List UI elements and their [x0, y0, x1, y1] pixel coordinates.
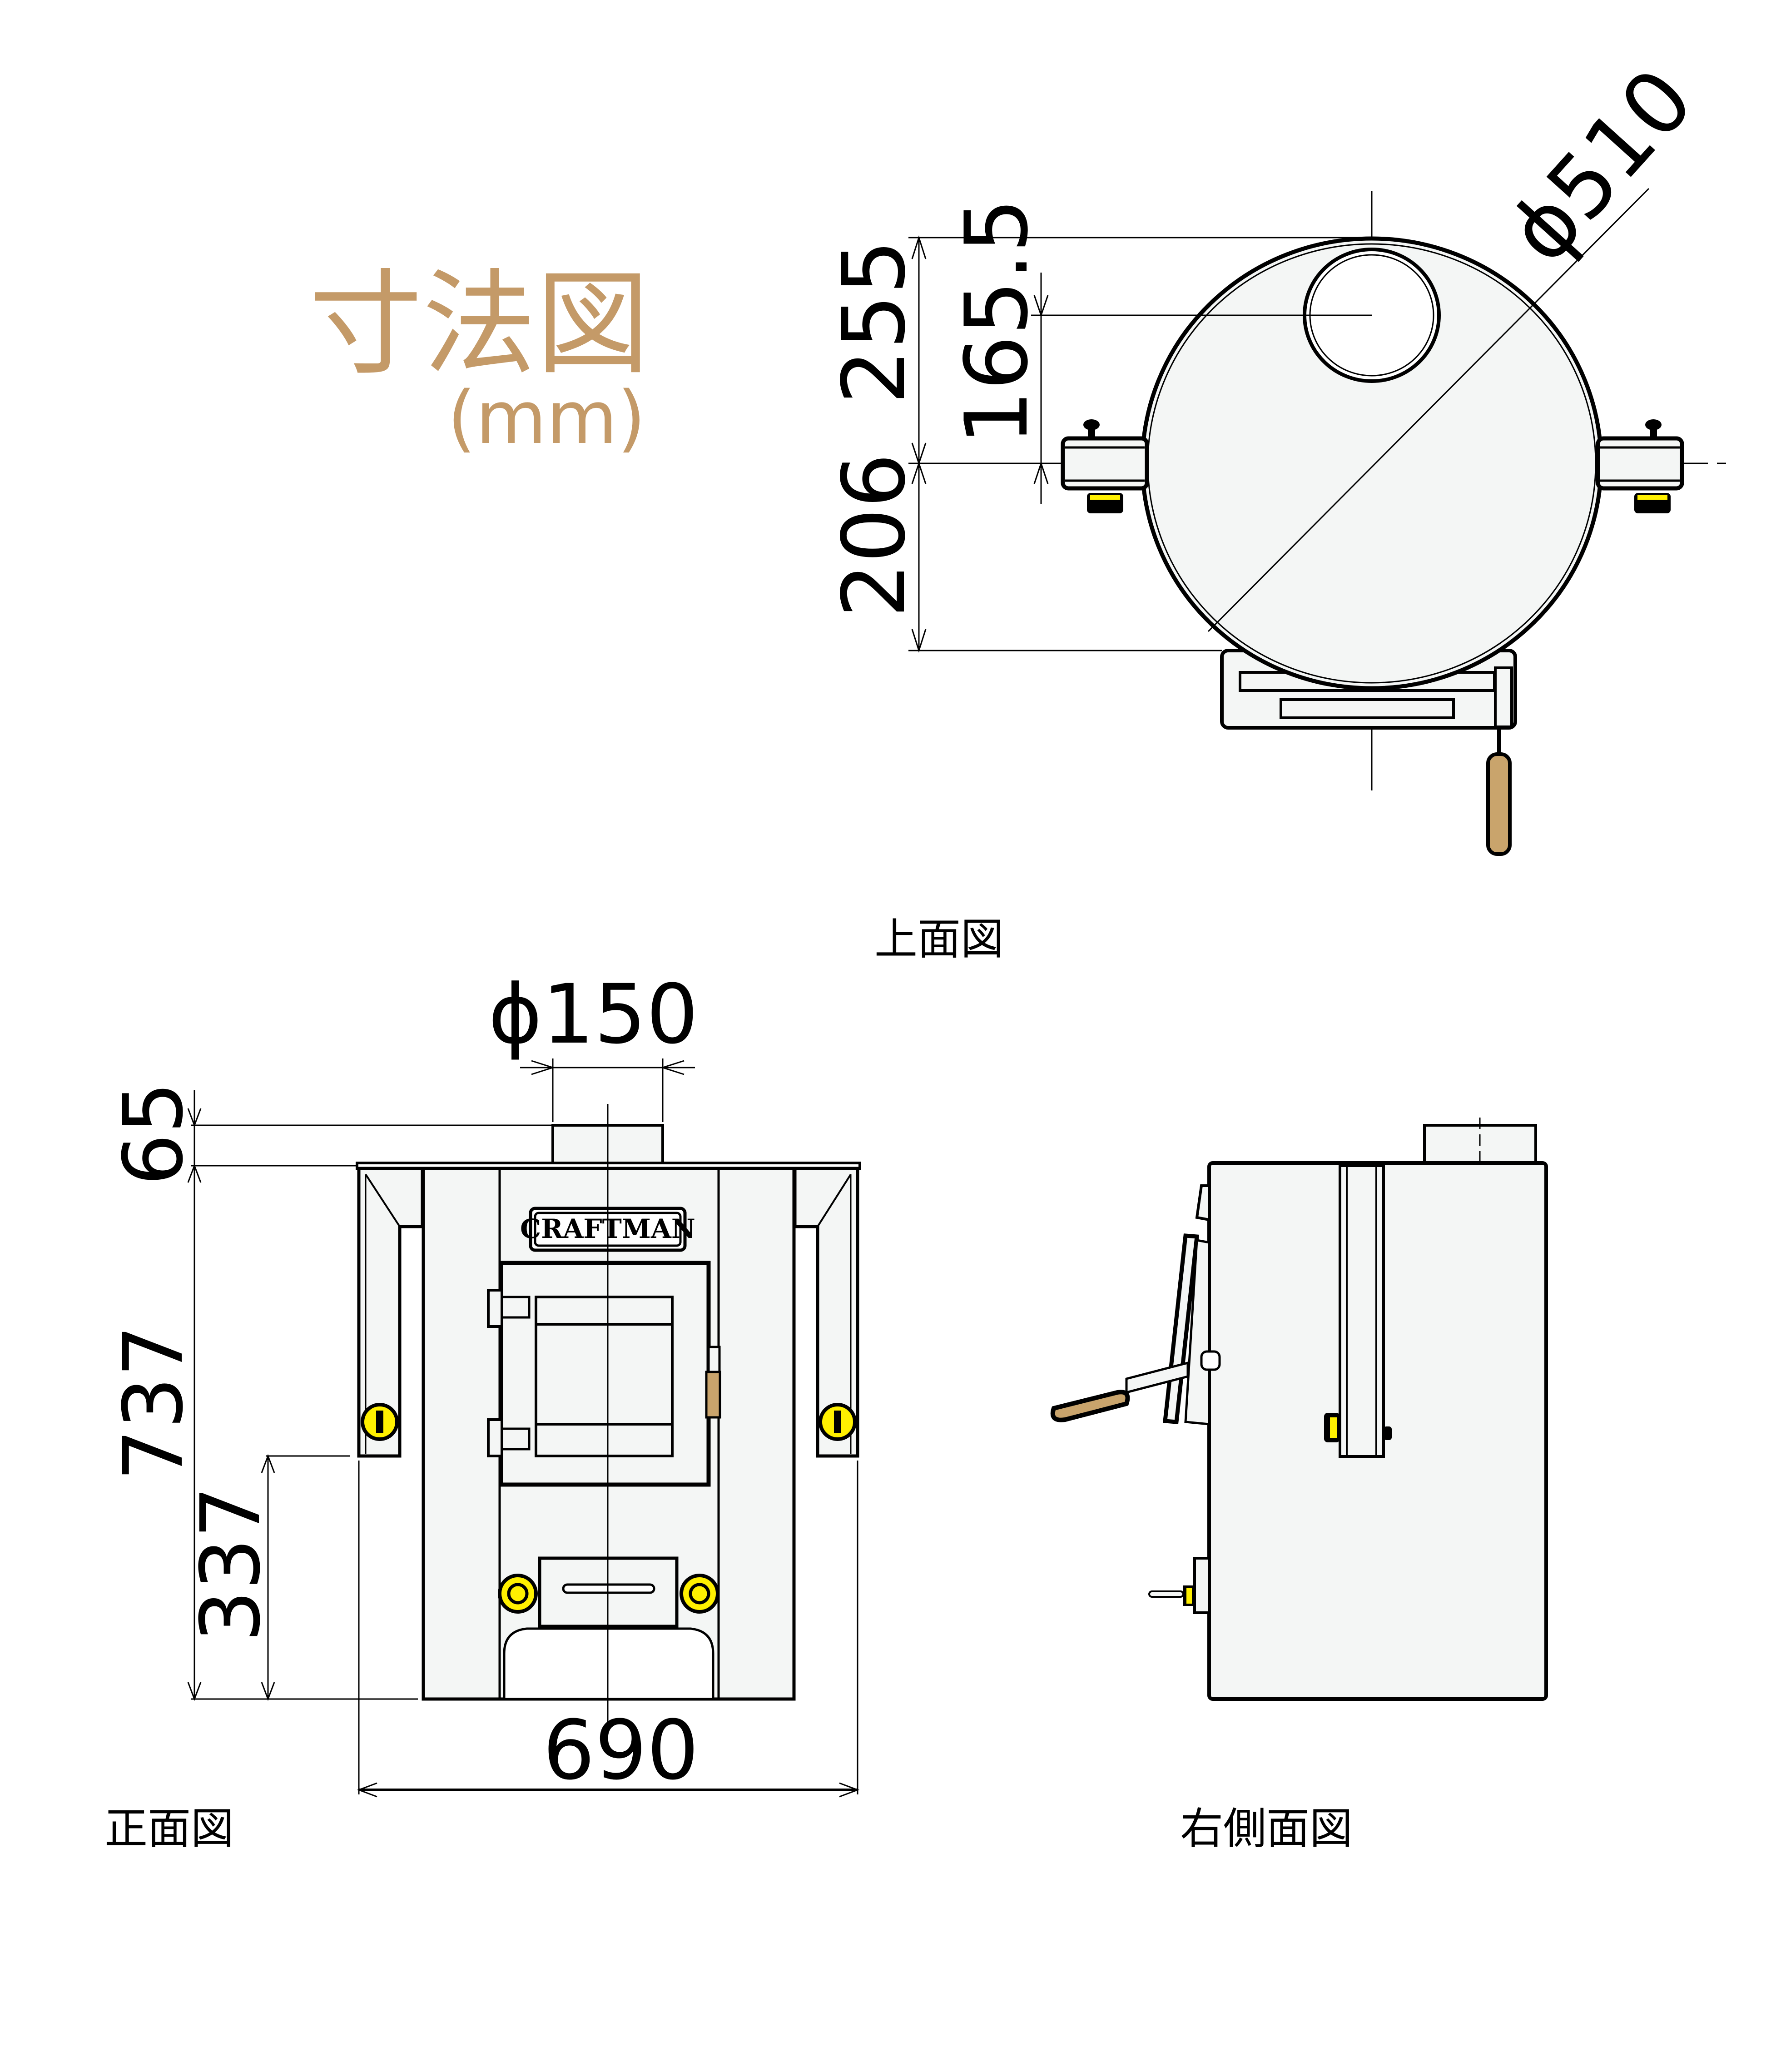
dim-diameter-510: ϕ510 — [1489, 50, 1712, 282]
front-view: CRAFTMAN — [104, 967, 861, 1854]
title-unit: (mm) — [447, 375, 646, 460]
side-view-label: 右側面図 — [1180, 1804, 1353, 1854]
page-title: 寸法図 (mm) — [309, 258, 650, 460]
door-latch-handle — [705, 1371, 721, 1419]
front-dimension-lines — [187, 1058, 860, 1798]
dim-206: 206 — [824, 453, 924, 618]
top-view-handle — [1486, 752, 1512, 856]
dim-165-5: 165.5 — [947, 198, 1047, 445]
side-door-handle — [1050, 1390, 1130, 1422]
dim-337: 337 — [184, 1486, 278, 1642]
front-left-arm — [357, 1167, 424, 1458]
fire-door — [487, 1261, 721, 1487]
title-main: 寸法図 — [309, 258, 650, 390]
top-view: 255 165.5 206 ϕ510 上面図 — [824, 50, 1726, 964]
side-air-control — [1148, 1557, 1210, 1614]
diameter-dimension-line — [1207, 188, 1650, 632]
side-view: 右側面図 — [1050, 1118, 1548, 1854]
front-view-label: 正面図 — [104, 1804, 234, 1854]
dim-65: 65 — [106, 1082, 201, 1186]
side-door-profile — [1050, 1184, 1221, 1426]
top-view-left-lug — [1061, 419, 1149, 513]
dim-255: 255 — [824, 239, 924, 404]
top-view-label: 上面図 — [874, 914, 1004, 964]
front-yellow-knobs — [361, 1403, 857, 1614]
dim-690: 690 — [543, 1703, 699, 1798]
dim-flue-diameter-150: ϕ150 — [488, 967, 698, 1062]
dim-737: 737 — [106, 1325, 201, 1481]
top-view-right-lug — [1596, 419, 1684, 513]
top-view-dimension-lines — [908, 235, 1372, 653]
